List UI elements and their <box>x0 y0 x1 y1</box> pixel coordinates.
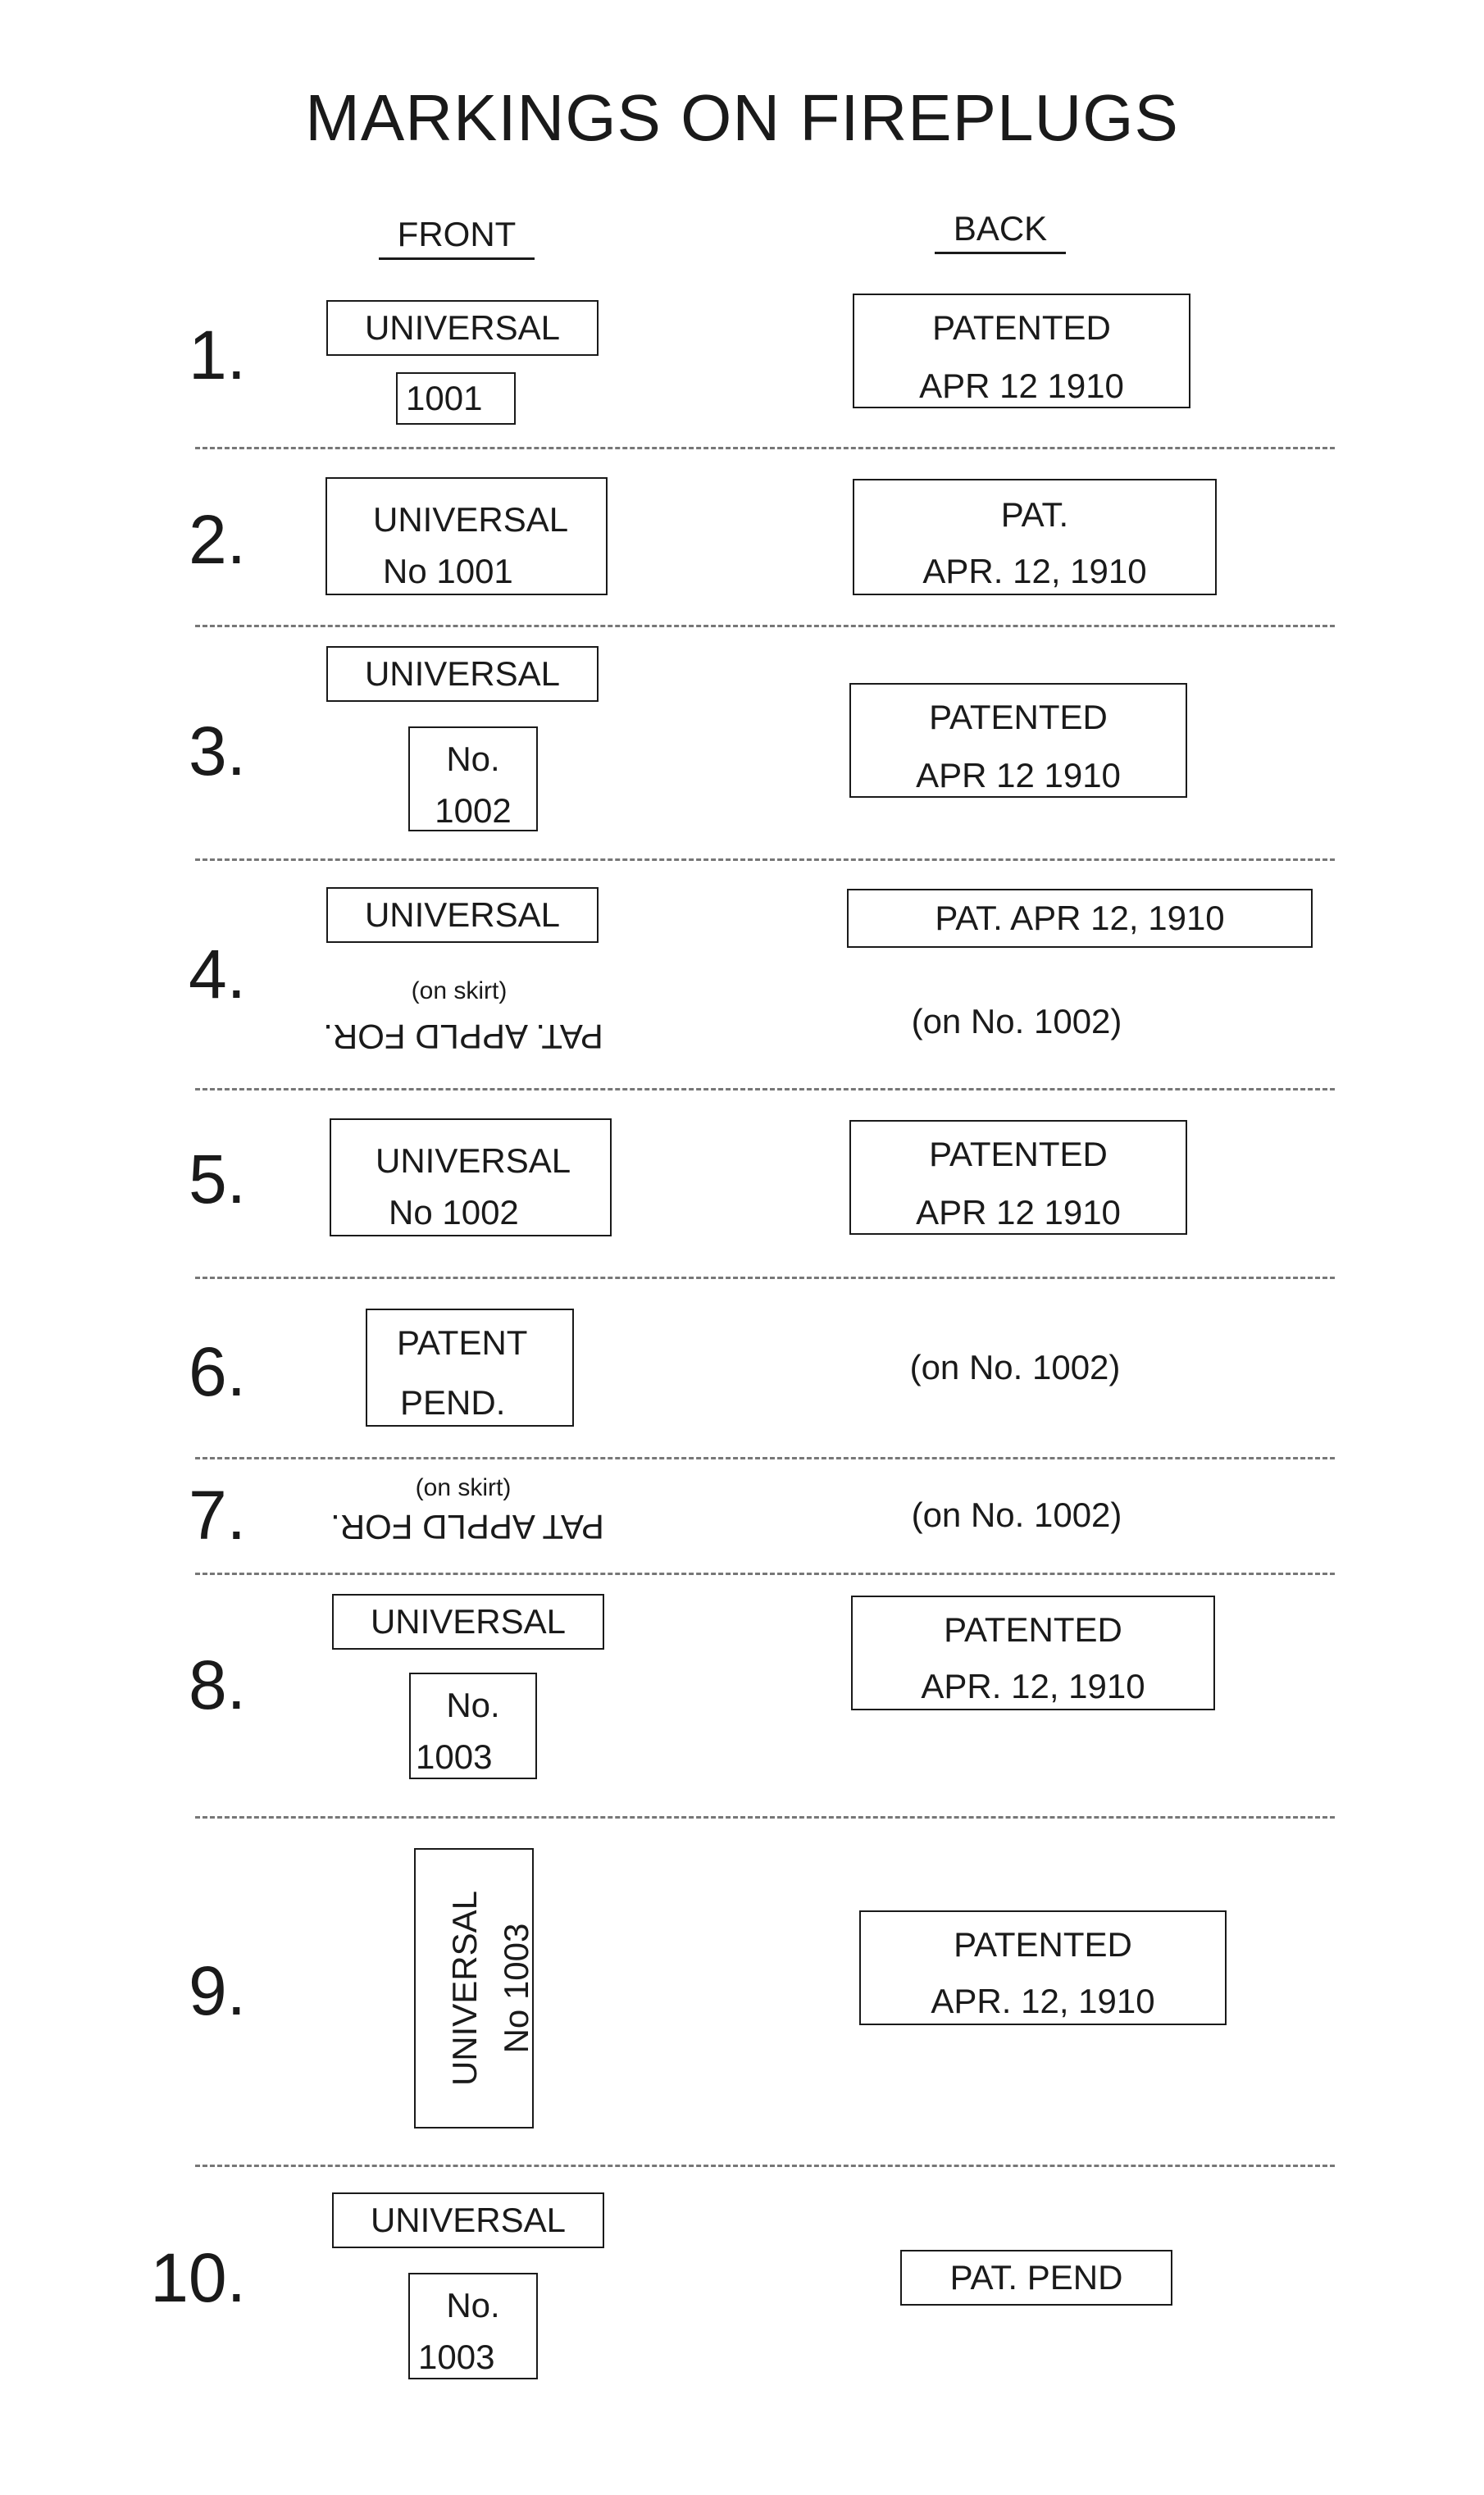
row-number: 4. <box>188 936 246 1013</box>
divider <box>195 1573 1335 1575</box>
front-line-no: No. <box>446 2286 500 2324</box>
front-marking-number: No. 1003 <box>409 1673 537 1779</box>
back-line-1: PATENTED <box>929 1135 1108 1173</box>
front-line-1: UNIVERSAL <box>376 1141 571 1180</box>
back-note: (on No. 1002) <box>911 1496 1122 1534</box>
front-marking-universal: UNIVERSAL <box>326 887 599 943</box>
back-line-2: APR. 12, 1910 <box>931 1982 1155 2020</box>
row-number: 3. <box>188 713 246 790</box>
skirt-note: (on skirt) <box>415 1474 512 1501</box>
back-marking: PAT. PEND <box>900 2250 1172 2306</box>
row-number: 5. <box>188 1141 246 1218</box>
skirt-marking-inverted: PAT APPLD FOR. <box>330 1508 604 1546</box>
front-marking-universal: UNIVERSAL <box>332 2192 604 2248</box>
divider <box>195 1457 1335 1459</box>
skirt-marking-inverted: PAT. APPLD FOR. <box>323 1018 603 1056</box>
front-marking: UNIVERSAL No 1001 <box>325 477 608 595</box>
front-line-num: 1003 <box>416 1737 493 1776</box>
back-marking: PATENTED APR. 12, 1910 <box>859 1910 1227 2025</box>
back-line-2: APR 12 1910 <box>919 367 1124 405</box>
back-marking: PATENTED APR. 12, 1910 <box>851 1596 1215 1710</box>
front-line-num: 1002 <box>435 791 512 830</box>
row-number: 6. <box>188 1333 246 1410</box>
back-line-2: APR. 12, 1910 <box>922 552 1147 590</box>
divider <box>195 625 1335 627</box>
row-number: 2. <box>188 501 246 578</box>
front-column-header: FRONT <box>379 215 535 260</box>
back-marking: PATENTED APR 12 1910 <box>849 1120 1187 1235</box>
divider <box>195 858 1335 861</box>
front-line-2: PEND. <box>400 1383 506 1422</box>
front-marking-universal: UNIVERSAL <box>332 1594 604 1650</box>
back-line-1: PATENTED <box>932 308 1111 347</box>
back-line-1: PAT. <box>1000 495 1069 534</box>
divider <box>195 1088 1335 1090</box>
front-vertical-text: UNIVERSAL No 1003 <box>439 1848 535 2128</box>
back-column-header: BACK <box>935 209 1066 254</box>
row-number: 9. <box>188 1952 246 2029</box>
front-marking-number: 1001 <box>396 372 516 425</box>
divider <box>195 2165 1335 2167</box>
back-note: (on No. 1002) <box>909 1348 1121 1386</box>
page-title: MARKINGS ON FIREPLUGS <box>305 81 1179 154</box>
back-line-2: APR 12 1910 <box>916 1193 1121 1232</box>
front-line-2: No 1002 <box>389 1193 519 1232</box>
back-marking: PATENTED APR 12 1910 <box>853 294 1190 408</box>
front-marking-vertical: UNIVERSAL No 1003 <box>414 1848 535 2128</box>
front-marking: PATENT PEND. <box>366 1309 574 1427</box>
back-line-1: PATENTED <box>929 698 1108 736</box>
front-marking-universal: UNIVERSAL <box>326 646 599 702</box>
front-line-no: No. <box>446 740 500 778</box>
front-line-num: 1003 <box>418 2338 495 2376</box>
front-line-no: No. <box>446 1686 500 1724</box>
back-marking: PATENTED APR 12 1910 <box>849 683 1187 798</box>
row-number: 1. <box>188 316 246 394</box>
back-note: (on No. 1002) <box>911 1002 1122 1040</box>
divider <box>195 447 1335 449</box>
back-line-2: APR 12 1910 <box>916 756 1121 794</box>
back-line-1: PATENTED <box>944 1610 1122 1649</box>
divider <box>195 1277 1335 1279</box>
back-line-2: APR. 12, 1910 <box>921 1667 1145 1705</box>
row-number: 10. <box>150 2239 246 2316</box>
front-line-1: PATENT <box>397 1323 528 1362</box>
front-line-1: UNIVERSAL <box>373 500 569 539</box>
front-marking-number: No. 1003 <box>408 2273 538 2379</box>
front-marking-universal: UNIVERSAL <box>326 300 599 356</box>
front-line-1: UNIVERSAL <box>445 1890 484 2087</box>
front-marking: UNIVERSAL No 1002 <box>330 1118 612 1236</box>
front-line-2: No 1003 <box>497 1923 535 2054</box>
row-number: 7. <box>188 1477 246 1554</box>
front-marking-number: No. 1002 <box>408 726 538 831</box>
back-marking: PAT. APR. 12, 1910 <box>853 479 1217 595</box>
back-marking: PAT. APR 12, 1910 <box>847 889 1313 948</box>
front-line-2: No 1001 <box>383 552 513 590</box>
row-number: 8. <box>188 1646 246 1723</box>
divider <box>195 1816 1335 1819</box>
back-line-1: PATENTED <box>954 1925 1132 1964</box>
skirt-note: (on skirt) <box>411 977 508 1004</box>
